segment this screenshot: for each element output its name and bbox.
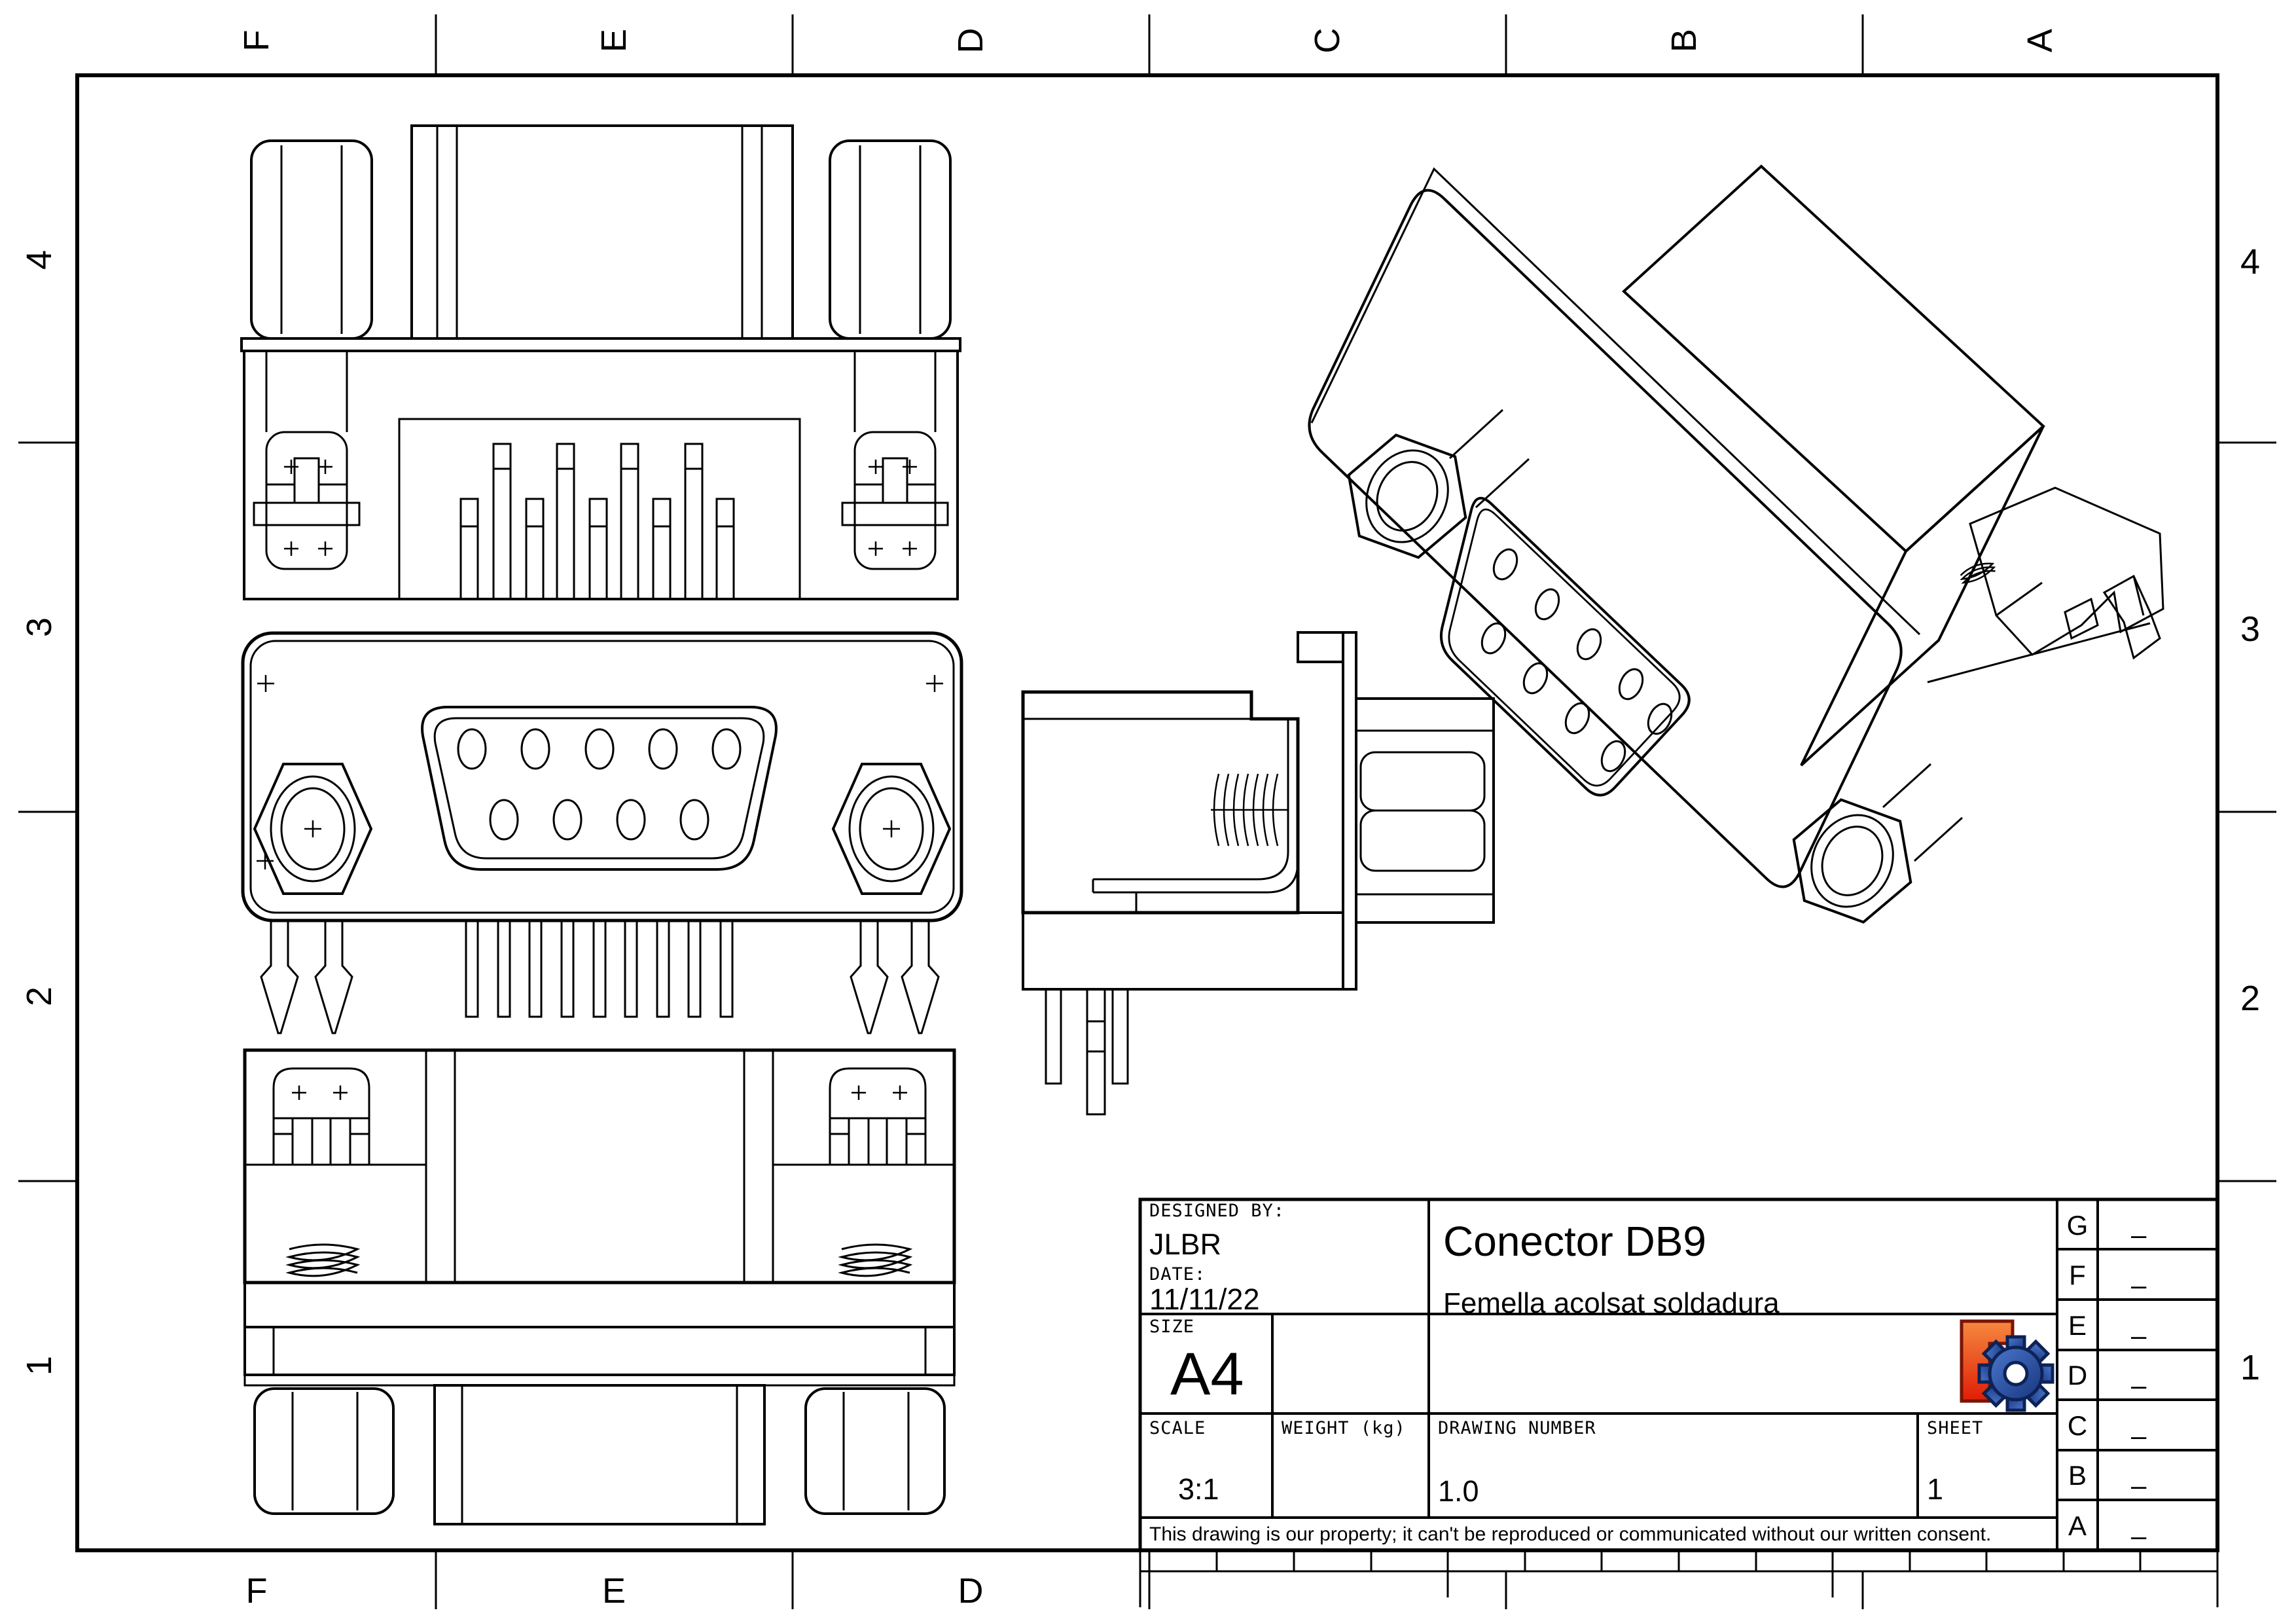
hex-standoff-top-right-icon [829, 139, 952, 340]
board-lock-top-left [253, 351, 361, 570]
board-lock-top-right [841, 351, 949, 570]
zone-left-2: 2 [20, 987, 59, 1006]
board-lock-legs-front [260, 921, 940, 1034]
zone-right-3: 3 [2240, 610, 2260, 649]
pin-holes [457, 728, 742, 841]
zone-left-3: 3 [20, 617, 59, 637]
zone-right-2: 2 [2240, 979, 2260, 1018]
hex-standoff-bottom-right-icon [804, 1387, 946, 1515]
revision-zone-f: F [2069, 1260, 2086, 1290]
freecad-gear [1977, 1335, 2054, 1412]
jack-screw-front-left [253, 763, 373, 895]
zone-labels: F E D C B A F E D 4 3 2 1 4 3 2 1 [20, 28, 2260, 1611]
zone-top-c: C [1308, 28, 1347, 54]
hex-standoff-iso-right [1792, 763, 1964, 924]
title-block: DESIGNED BY: JLBR DATE: 11/11/22 Conecto… [1138, 1197, 2219, 1552]
zone-top-e: E [594, 29, 634, 52]
bracket-isometric [1927, 486, 2164, 684]
view-bottom [243, 1048, 956, 1525]
hex-standoff-top-left-icon [250, 139, 373, 340]
zone-bottom-f: F [246, 1571, 268, 1611]
zone-bottom-e: E [602, 1571, 626, 1611]
revision-zone-c: C [2068, 1410, 2087, 1441]
zone-right-1: 1 [2240, 1348, 2260, 1387]
revision-value-d: – [2131, 1370, 2147, 1400]
zone-bottom-d: D [958, 1571, 984, 1611]
revision-zone-a: A [2068, 1510, 2087, 1541]
solder-pins-top-view [459, 443, 735, 600]
drawing-title: Conector DB9 [1443, 1218, 1706, 1265]
hex-standoff-bottom-left-icon [253, 1387, 395, 1515]
zone-right-4: 4 [2240, 242, 2260, 282]
revision-value-f: – [2131, 1269, 2147, 1300]
board-lock-bottom-right [829, 1067, 927, 1166]
disclaimer-text: This drawing is our property; it can't b… [1149, 1523, 1991, 1545]
revision-value-c: – [2131, 1420, 2147, 1451]
zone-ticks-bottom [435, 1550, 1864, 1609]
designed-by-value: JLBR [1149, 1228, 1221, 1261]
jack-screw-front-right [831, 763, 952, 895]
view-isometric [1308, 164, 2164, 924]
datum-marks [257, 675, 943, 869]
zone-ticks-left [18, 441, 77, 1182]
threaded-stud-side [1211, 773, 1288, 847]
hex-standoff-iso-left [1347, 409, 1530, 559]
dsub-face [421, 706, 778, 871]
date-value: 11/11/22 [1149, 1283, 1260, 1316]
zone-top-a: A [2020, 29, 2060, 52]
size-value: A4 [1170, 1341, 1244, 1408]
zone-ticks-right [2217, 441, 2276, 1182]
scale-label: SCALE [1149, 1418, 1206, 1438]
drawing-number-label: DRAWING NUMBER [1438, 1418, 1596, 1438]
zone-left-4: 4 [20, 250, 59, 270]
revision-value-b: – [2131, 1470, 2147, 1501]
solder-pins-front-view [465, 919, 734, 1018]
solder-pins-side-view [1045, 988, 1129, 1116]
view-top [240, 124, 961, 600]
zone-ticks-top [435, 14, 1864, 75]
revision-value-g: – [2131, 1219, 2147, 1250]
board-lock-bottom-left [272, 1067, 370, 1166]
freecad-logo-icon [1960, 1319, 2054, 1412]
revision-value-a: – [2131, 1520, 2147, 1551]
zone-top-f: F [237, 30, 276, 52]
date-label: DATE: [1149, 1264, 1206, 1285]
thread-insert-left [285, 1243, 361, 1277]
zone-top-b: B [1664, 29, 1704, 52]
revision-zone-e: E [2068, 1310, 2087, 1341]
weight-label: WEIGHT (kg) [1282, 1418, 1406, 1438]
zone-left-1: 1 [20, 1356, 59, 1376]
pin-holes-isometric [1480, 548, 1673, 773]
revision-table: G – F – E – D – C – B – A – [2057, 1210, 2217, 1551]
drawing-subtitle: Femella acolsat soldadura [1443, 1287, 1780, 1319]
zone-top-d: D [951, 28, 990, 54]
view-side [1021, 631, 1495, 1116]
sheet-frame [18, 14, 2276, 1609]
l-bracket-side [1092, 719, 1299, 913]
sheet-label: SHEET [1927, 1418, 1983, 1438]
designed-by-label: DESIGNED BY: [1149, 1201, 1285, 1221]
metric-ruler [1139, 1550, 2219, 1607]
revision-zone-g: G [2067, 1210, 2089, 1241]
hex-standoff-side-icon [1355, 697, 1495, 924]
sheet-value: 1 [1927, 1472, 1943, 1506]
size-label: SIZE [1149, 1317, 1194, 1337]
scale-value: 3:1 [1178, 1472, 1219, 1506]
drawing-number-value: 1.0 [1438, 1474, 1479, 1508]
thread-insert-right [838, 1243, 913, 1277]
revision-zone-b: B [2068, 1460, 2087, 1491]
revision-zone-d: D [2068, 1360, 2087, 1391]
view-front [241, 631, 963, 1034]
rear-shroud-bottom [433, 1384, 766, 1525]
revision-value-e: – [2131, 1320, 2147, 1351]
